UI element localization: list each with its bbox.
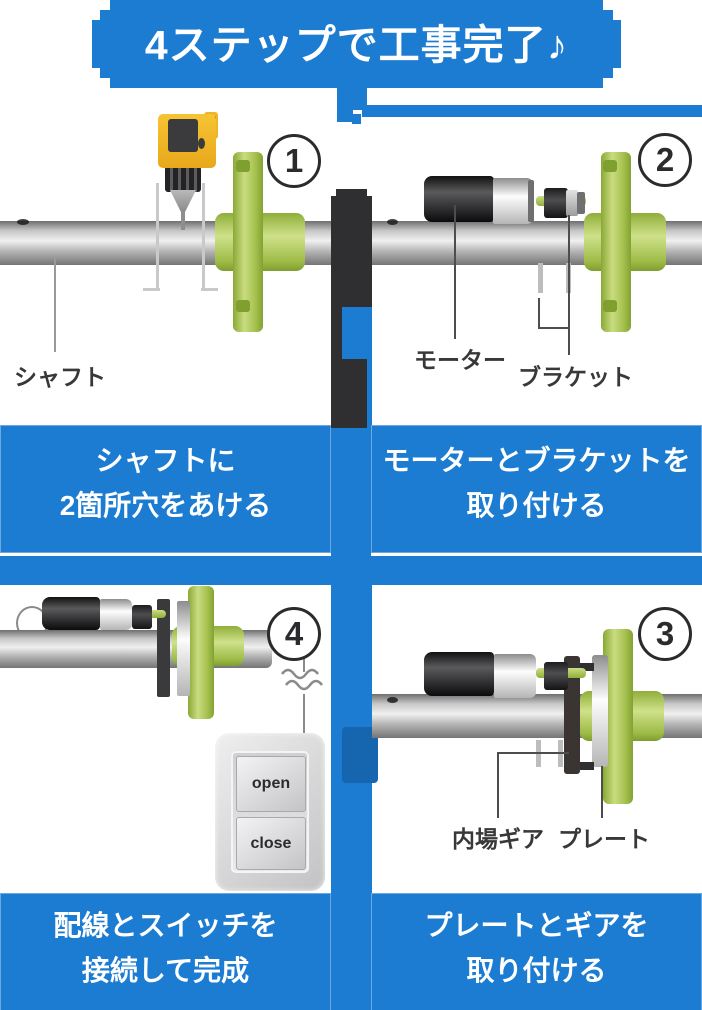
center-connector-bar	[331, 428, 372, 1010]
wire-line	[303, 694, 305, 736]
coupling	[544, 662, 568, 690]
drill-hole	[387, 697, 398, 703]
drill-guide	[156, 183, 159, 291]
plate-bolt	[578, 663, 594, 671]
coupling	[132, 605, 152, 629]
flange-bolt	[236, 160, 250, 172]
flange-bolt	[236, 300, 250, 312]
open-button: open	[236, 756, 306, 812]
motor-label: モーター	[414, 347, 506, 373]
drill-guide-foot	[201, 288, 218, 291]
label-pointer-line	[538, 298, 540, 328]
plate-graphic	[177, 601, 190, 696]
caption-line: シャフトに	[95, 445, 236, 476]
gearbox-graphic	[493, 178, 533, 224]
close-button: close	[236, 817, 306, 870]
gearbox-graphic	[494, 654, 536, 698]
label-pointer-line	[601, 766, 603, 818]
step3-caption: プレートとギアを 取り付ける	[371, 893, 702, 1010]
divider-bar-accent	[367, 307, 372, 428]
gearbox-graphic	[100, 599, 132, 630]
label-pointer-line	[54, 256, 56, 352]
caption-line: プレートとギアを	[424, 910, 649, 941]
motor-graphic	[42, 597, 100, 630]
drill-icon	[168, 119, 198, 152]
step2-caption: モーターとブラケットを 取り付ける	[371, 425, 702, 556]
label-pointer-line	[497, 752, 569, 754]
drill-icon	[198, 138, 205, 149]
drill-guide	[202, 183, 205, 291]
step-1-badge: 1	[267, 134, 321, 188]
caption-line: 取り付ける	[466, 490, 607, 521]
coupling	[544, 188, 568, 218]
title-banner: 4ステップで工事完了♪	[92, 0, 621, 88]
step-4-badge: 4	[267, 607, 321, 661]
divider-bar	[336, 189, 367, 197]
page-title: 4ステップで工事完了♪	[144, 22, 569, 68]
label-pointer-line	[538, 327, 569, 329]
flange-bolt	[603, 160, 617, 172]
caption-line: 配線とスイッチを	[53, 910, 278, 941]
gearbox-cap	[528, 180, 534, 222]
step-2-badge: 2	[638, 133, 692, 187]
motor-graphic	[424, 176, 494, 222]
connector-stripe	[362, 105, 702, 117]
step-3-badge: 3	[638, 607, 692, 661]
shaft-label: シャフト	[14, 364, 106, 390]
flange-disc	[188, 586, 214, 719]
flange-disc	[603, 629, 633, 804]
plate-label: プレート	[558, 826, 650, 852]
caption-line: 取り付ける	[466, 955, 607, 986]
label-pointer-line	[568, 215, 570, 355]
banner-tail	[337, 110, 353, 122]
step4-caption: 配線とスイッチを 接続して完成	[0, 893, 331, 1010]
plate-bolt	[578, 762, 594, 770]
gear-plate-graphic	[157, 599, 170, 697]
bracket-label: ブラケット	[518, 364, 633, 390]
coupling-ring	[566, 190, 578, 216]
gear-plate-graphic	[564, 656, 580, 774]
caption-line: 2箇所穴をあける	[59, 490, 272, 521]
drill-icon	[165, 166, 201, 192]
flange-bolt	[603, 300, 617, 312]
drill-icon	[181, 209, 185, 230]
wire-break-icon	[281, 668, 323, 691]
bracket-leg	[538, 263, 543, 293]
gear-label: 内場ギア	[452, 826, 544, 852]
plate-graphic	[592, 655, 608, 767]
label-pointer-line	[454, 205, 456, 339]
drill-hole	[17, 219, 29, 225]
drill-hole	[387, 219, 398, 225]
caption-line: モーターとブラケットを	[382, 445, 691, 476]
label-pointer-line	[497, 752, 499, 818]
caption-line: 接続して完成	[81, 955, 250, 986]
step1-caption: シャフトに 2箇所穴をあける	[0, 425, 331, 556]
coupling-cap	[577, 192, 585, 214]
motor-graphic	[424, 652, 494, 696]
banner-tail	[352, 114, 361, 124]
drill-guide-foot	[143, 288, 160, 291]
